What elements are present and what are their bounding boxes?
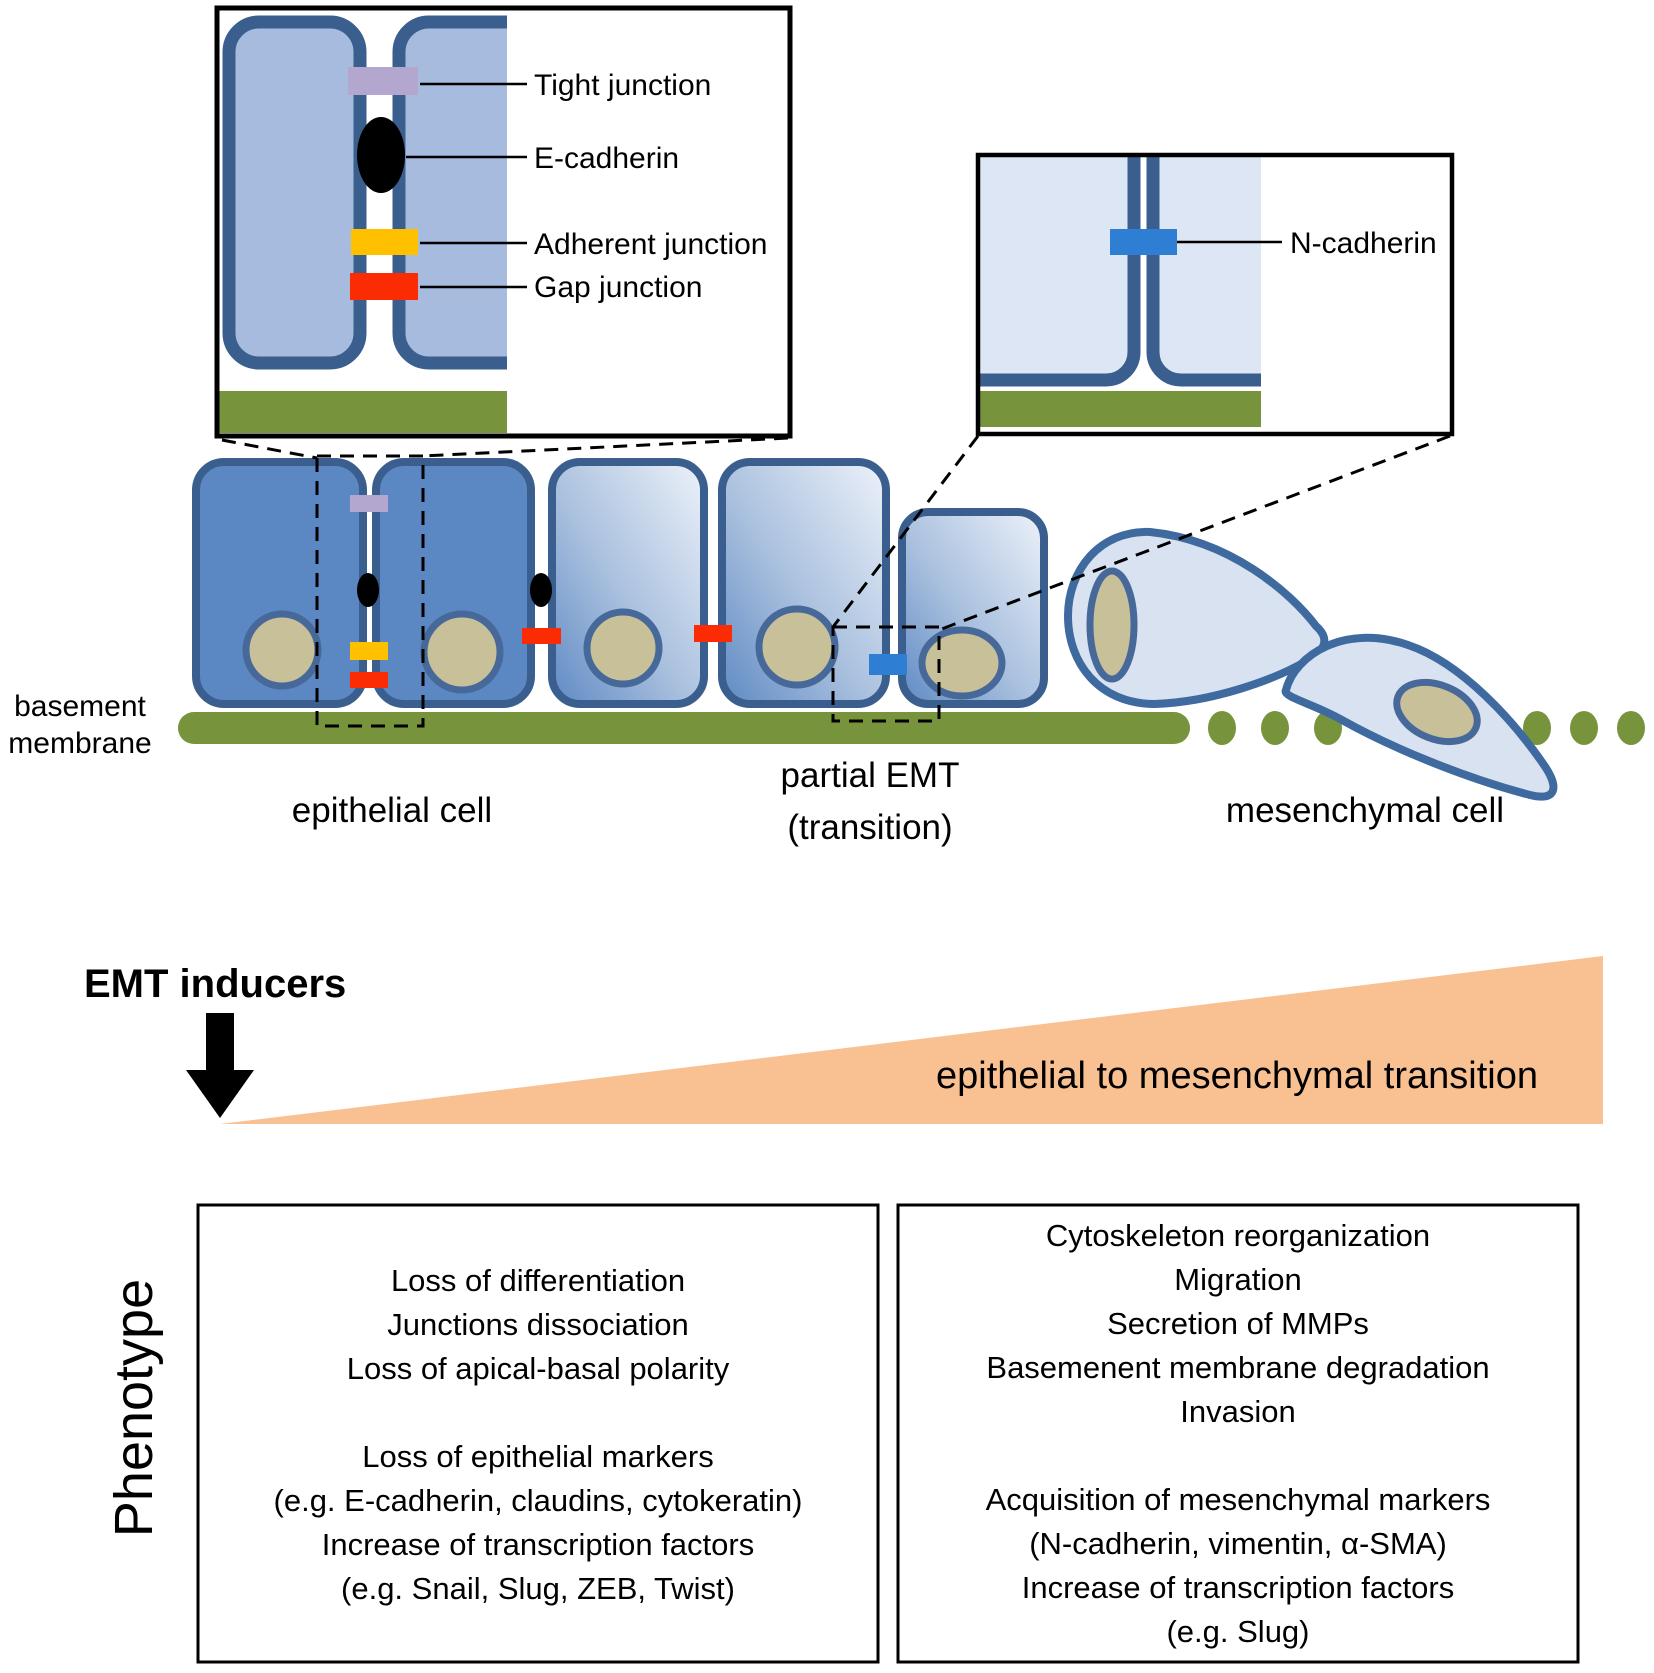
phenotype-line: Invasion <box>1180 1394 1295 1429</box>
phenotype-line: Loss of epithelial markers <box>362 1439 714 1474</box>
phenotype-line: (e.g. E-cadherin, claudins, cytokeratin) <box>274 1483 803 1518</box>
nucleus-cell-4 <box>755 605 839 689</box>
nucleus-cell-3 <box>583 608 663 688</box>
n-cadherin-label: N-cadherin <box>1290 227 1437 260</box>
basement-membrane-bar <box>178 712 1190 744</box>
phenotype-line: Loss of apical-basal polarity <box>347 1351 730 1386</box>
partial-emt-label-line1: partial EMT <box>781 756 960 795</box>
inset-epithelial-junctions: Tight junction E-cadherin Adherent junct… <box>214 5 793 439</box>
phenotype-line: Increase of transcription factors <box>322 1527 754 1562</box>
row-n-cadherin-marker <box>869 654 907 675</box>
emt-inducers-label: EMT inducers <box>84 962 346 1006</box>
phenotype-right-box-text: Cytoskeleton reorganization Migration Se… <box>986 1218 1491 1649</box>
row-e-cadherin-marker-2 <box>530 573 552 607</box>
basement-membrane-dots <box>1208 711 1645 745</box>
phenotype-right-box <box>896 1203 1580 1664</box>
inset2-zoom-region <box>831 625 941 723</box>
emt-transition-label: epithelial to mesenchymal transition <box>936 1055 1538 1097</box>
inset1-basement-membrane <box>219 391 507 433</box>
phenotype-line: Basemenent membrane degradation <box>986 1350 1489 1385</box>
down-arrow-icon <box>186 1013 254 1118</box>
nucleus-cell-2 <box>420 610 504 694</box>
phenotype-line: Junctions dissociation <box>387 1307 689 1342</box>
row-tight-junction-marker <box>350 495 388 512</box>
phenotype-line: Cytoskeleton reorganization <box>1046 1218 1430 1253</box>
basement-membrane-label-line2: membrane <box>8 727 151 760</box>
row-e-cadherin-marker-1 <box>357 573 379 607</box>
inset2-connector-left <box>831 435 980 628</box>
row-gap-junction-marker-1 <box>350 672 388 688</box>
phenotype-line: (e.g. Snail, Slug, ZEB, Twist) <box>341 1571 735 1606</box>
n-cadherin-marker <box>1110 229 1177 255</box>
tight-junction-label: Tight junction <box>534 69 711 102</box>
gap-junction-marker <box>350 273 418 300</box>
phenotype-axis-label: Phenotype <box>104 1279 164 1537</box>
mesenchymal-cell-label: mesenchymal cell <box>1226 791 1504 830</box>
zoom-connectors <box>221 434 1451 728</box>
phenotype-line: (e.g. Slug) <box>1166 1614 1309 1649</box>
gap-junction-label: Gap junction <box>534 271 702 304</box>
inset2-cell-left <box>980 157 1141 387</box>
inset1-frame <box>214 5 793 439</box>
nucleus-partial-emt-cell <box>1086 567 1138 683</box>
inset-mesenchymal-junction: N-cadherin <box>975 152 1455 437</box>
phenotype-line: Migration <box>1174 1262 1302 1297</box>
inset2-basement-membrane <box>980 391 1261 427</box>
inset1-connector-right <box>422 436 789 458</box>
phenotype-line: (N-cadherin, vimentin, α-SMA) <box>1029 1526 1447 1561</box>
inset1-connector-left <box>221 438 318 460</box>
phenotype-line: Loss of differentiation <box>391 1263 685 1298</box>
e-cadherin-marker <box>357 117 405 193</box>
nucleus-mesenchymal-cell <box>1393 678 1481 746</box>
epithelial-cell-label: epithelial cell <box>292 791 492 830</box>
row-gap-junction-marker-2 <box>522 628 561 644</box>
phenotype-left-box-text: Loss of differentiation Junctions dissoc… <box>274 1263 803 1606</box>
inset1-cell-left <box>222 15 367 370</box>
tight-junction-marker <box>348 67 418 95</box>
nucleus-cell-5 <box>918 626 1006 700</box>
partial-emt-label-line2: (transition) <box>787 808 952 847</box>
basement-membrane-label-line1: basement <box>14 690 146 723</box>
row-gap-junction-marker-3 <box>694 625 732 642</box>
phenotype-line: Increase of transcription factors <box>1022 1570 1454 1605</box>
cell-row <box>178 458 1645 801</box>
row-adherent-junction-marker <box>350 642 388 660</box>
adherent-junction-label: Adherent junction <box>534 228 768 261</box>
inset2-frame <box>975 152 1455 437</box>
inset1-cell-right <box>392 15 507 370</box>
phenotype-line: Secretion of MMPs <box>1107 1306 1369 1341</box>
inset1-zoom-region <box>315 454 425 728</box>
nucleus-cell-1 <box>242 610 322 690</box>
adherent-junction-marker <box>351 229 418 255</box>
phenotype-left-box <box>196 1203 880 1664</box>
emt-gradient-triangle <box>220 956 1603 1124</box>
phenotype-line: Acquisition of mesenchymal markers <box>986 1482 1491 1517</box>
e-cadherin-label: E-cadherin <box>534 142 679 175</box>
